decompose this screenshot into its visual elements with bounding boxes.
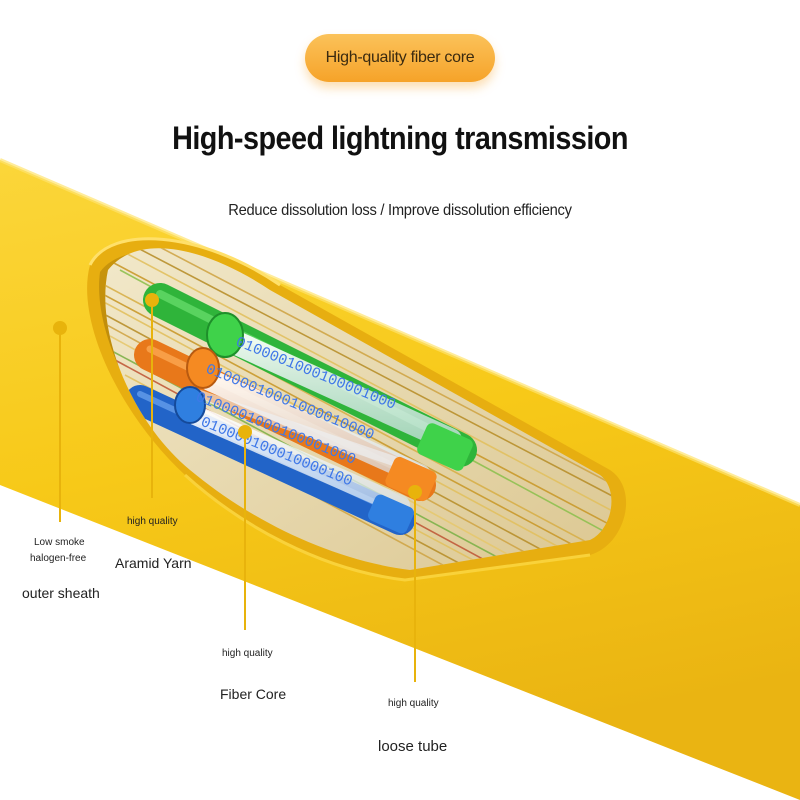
page-subtitle: Reduce dissolution loss / Improve dissol… xyxy=(228,202,572,219)
fiber-core-label: Fiber Core xyxy=(220,686,287,702)
outer-sheath-desc-2: halogen-free xyxy=(30,553,87,564)
loose-tube-desc: high quality xyxy=(388,698,439,709)
aramid-yarn-desc: high quality xyxy=(127,516,178,527)
callout-loose-tube xyxy=(408,485,422,682)
page-title: High-speed lightning transmission xyxy=(172,120,628,156)
loose-tube-label: loose tube xyxy=(378,738,448,755)
fiber-core-desc: high quality xyxy=(222,648,273,659)
outer-sheath-label: outer sheath xyxy=(22,585,100,601)
badge-fiber-core: High-quality fiber core xyxy=(305,34,495,82)
callout-outer-sheath xyxy=(53,321,67,522)
callout-fiber-core xyxy=(238,425,252,630)
callout-aramid-yarn xyxy=(145,293,159,498)
aramid-yarn-label: Aramid Yarn xyxy=(115,555,192,571)
outer-sheath-desc-1: Low smoke xyxy=(34,537,85,548)
